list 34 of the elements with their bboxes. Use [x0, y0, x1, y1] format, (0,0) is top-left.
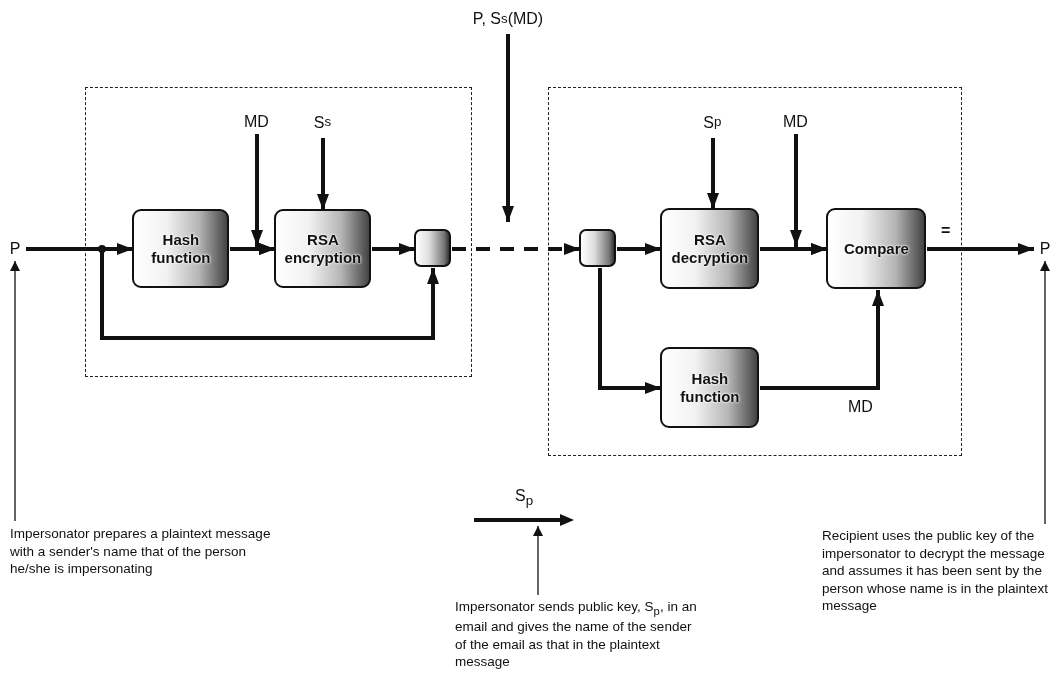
- arrow: [452, 243, 580, 255]
- equals-sign: =: [941, 222, 951, 240]
- leader-arrow: [533, 525, 543, 596]
- combiner-box: [414, 229, 452, 268]
- dashed-boundary: [548, 87, 962, 456]
- arrow: [26, 247, 439, 340]
- signal-label: P: [1034, 237, 1056, 261]
- box-label: Compare: [843, 239, 909, 258]
- box-label: Hash function: [679, 369, 741, 406]
- arrow: [927, 243, 1034, 255]
- process-box: [274, 209, 372, 289]
- arrow: [372, 243, 415, 255]
- process-box: [660, 208, 760, 290]
- arrow: [598, 268, 661, 394]
- arrow: [617, 243, 661, 255]
- annotation-text: Impersonator sends public key, S$_{p}$, in an email and gives the name of the sender of the email as that in the plaintext message: [455, 598, 705, 674]
- arrow: [317, 138, 329, 210]
- leader-arrow: [10, 260, 20, 522]
- dashed-boundary: [85, 87, 472, 377]
- arrow: [707, 138, 719, 209]
- signal-label: S$_{p}$: [513, 486, 535, 510]
- combiner-box: [579, 229, 617, 268]
- process-box: [132, 209, 230, 289]
- signal-label: P: [4, 237, 26, 261]
- annotation-text: Impersonator prepares a plaintext message with a sender's name that of the person he/she is impersonating: [10, 525, 280, 603]
- arrow: [760, 290, 884, 390]
- signal-label: MD: [776, 109, 815, 134]
- leader-arrow: [1040, 260, 1050, 525]
- box-label: Hash function: [150, 230, 212, 267]
- annotation-text: Recipient uses the public key of the impersonator to decrypt the message and assumes it has been sent by the person whose name is in the plaintext message: [822, 527, 1058, 617]
- arrow: [502, 34, 514, 222]
- process-box: [660, 347, 760, 429]
- process-box: [826, 208, 927, 290]
- signal-label: MD: [237, 109, 276, 134]
